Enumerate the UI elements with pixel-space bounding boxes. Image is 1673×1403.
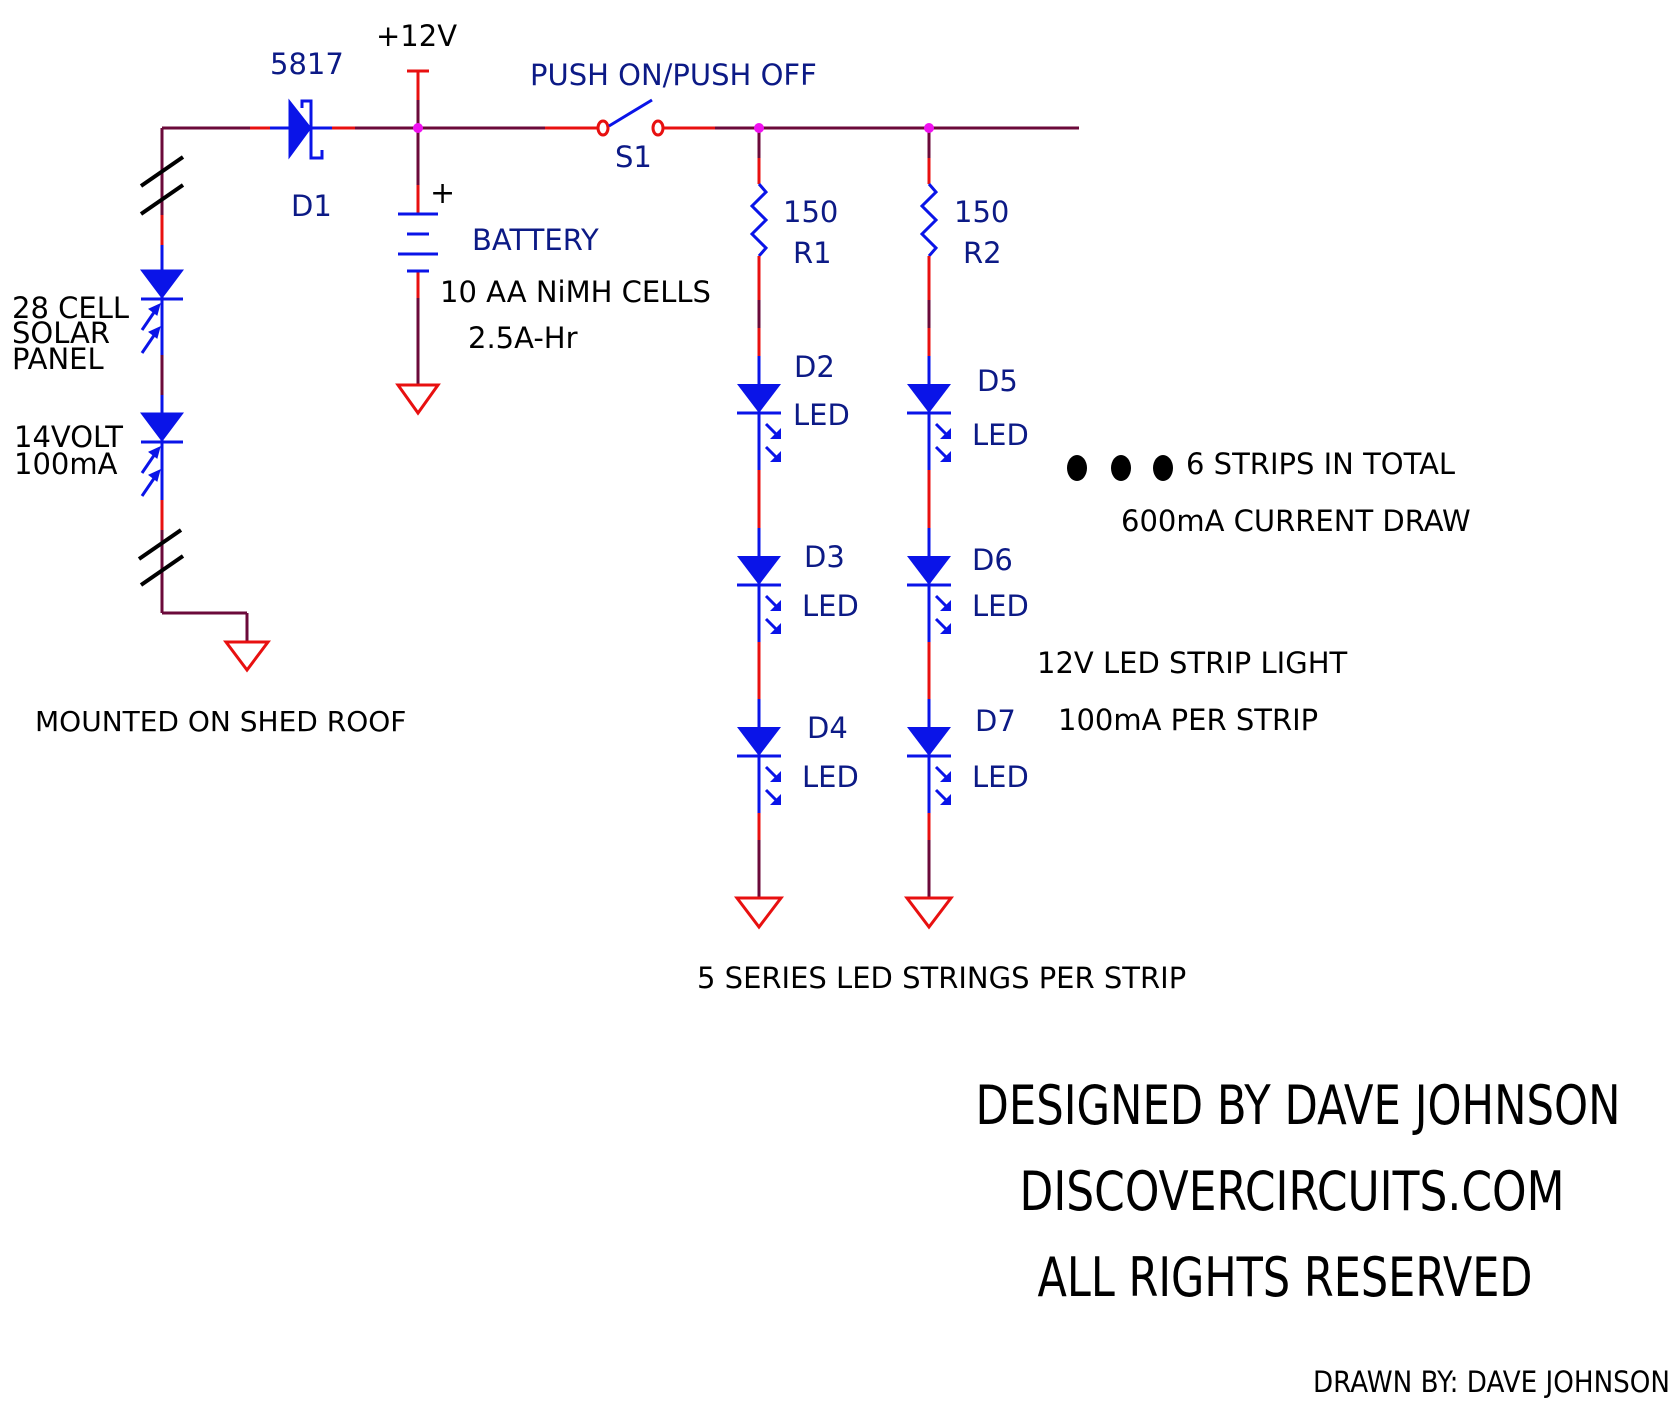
battery-polarity-label: + xyxy=(430,176,455,211)
led-arrow-head-1 xyxy=(770,600,781,611)
solar-cell-symbol-1 xyxy=(140,269,184,354)
credit-drawn-by: DRAWN BY: DAVE JOHNSON xyxy=(1313,1365,1670,1399)
credit-rights: ALL RIGHTS RESERVED xyxy=(1038,1246,1533,1309)
r1-value-label: 150 xyxy=(783,195,838,229)
continuation-dot-1 xyxy=(1067,455,1087,481)
d3-ref-label: D3 xyxy=(804,540,845,574)
ground-symbol-solar xyxy=(223,640,271,673)
led-emission-arrow-1 xyxy=(764,422,779,437)
led-emission-arrow-1 xyxy=(934,594,949,609)
solar-label-line2: SOLAR xyxy=(12,316,110,350)
battery-capacity-label: 2.5A-Hr xyxy=(468,321,578,355)
led-symbol-d6 xyxy=(907,556,951,634)
solar-panel-branch xyxy=(160,128,249,642)
solar-cell-symbol-2 xyxy=(140,412,184,497)
led-strip-column-1 xyxy=(749,128,769,898)
d5-ref-label: D5 xyxy=(977,364,1018,398)
led-symbol-d7 xyxy=(907,727,951,805)
break-mark-top xyxy=(139,155,185,216)
led-emission-arrow-2 xyxy=(764,445,779,460)
led-emission-arrow-2 xyxy=(764,617,779,632)
switch-ref-label: S1 xyxy=(615,140,652,174)
junction-dot-strip-1 xyxy=(754,123,764,133)
led-triangle xyxy=(737,384,781,413)
continuation-dot-3 xyxy=(1153,455,1173,481)
led-emission-arrow-2 xyxy=(764,788,779,803)
led-triangle xyxy=(737,727,781,756)
note-per-strip: 100mA PER STRIP xyxy=(1058,703,1318,737)
led-emission-arrow-2 xyxy=(934,788,949,803)
led-arrow-head-2 xyxy=(940,794,951,805)
r1-ref-label: R1 xyxy=(793,236,832,270)
mount-note: MOUNTED ON SHED ROOF xyxy=(35,705,406,738)
led-symbol-d3 xyxy=(737,556,781,634)
ground-symbol-strip-1 xyxy=(733,896,785,930)
d6-ref-label: D6 xyxy=(972,543,1013,577)
solar-spec-current: 100mA xyxy=(14,447,118,481)
break-mark-bottom xyxy=(137,528,185,587)
d2-type-label: LED xyxy=(793,398,850,432)
led-arrow-head-1 xyxy=(940,600,951,611)
led-arrow-head-2 xyxy=(940,451,951,462)
led-arrow-head-2 xyxy=(770,451,781,462)
battery-name-label: BATTERY xyxy=(472,223,599,257)
led-symbol-d2 xyxy=(737,384,781,462)
battery-symbol xyxy=(398,212,438,273)
led-symbols xyxy=(737,384,951,805)
led-arrow-head-1 xyxy=(770,428,781,439)
credit-designed-by: DESIGNED BY DAVE JOHNSON xyxy=(976,1074,1621,1137)
led-triangle xyxy=(737,556,781,585)
r2-value-label: 150 xyxy=(954,195,1009,229)
led-emission-arrow-1 xyxy=(764,765,779,780)
d1-ref-label: D1 xyxy=(291,189,332,223)
d4-type-label: LED xyxy=(802,760,859,794)
junction-dot-strip-2 xyxy=(924,123,934,133)
led-emission-arrow-1 xyxy=(934,765,949,780)
solar-label-line3: PANEL xyxy=(12,342,104,376)
battery-cells-label: 10 AA NiMH CELLS xyxy=(440,275,711,309)
led-arrow-head-2 xyxy=(940,623,951,634)
r2-ref-label: R2 xyxy=(963,236,1002,270)
led-emission-arrow-2 xyxy=(934,617,949,632)
note-series-strings: 5 SERIES LED STRINGS PER STRIP xyxy=(697,961,1186,995)
d7-ref-label: D7 xyxy=(975,704,1016,738)
battery-branch xyxy=(407,69,429,384)
ground-symbol-battery xyxy=(395,383,441,416)
d6-type-label: LED xyxy=(972,589,1029,623)
led-arrow-head-1 xyxy=(770,771,781,782)
led-arrow-head-1 xyxy=(940,428,951,439)
led-symbol-d4 xyxy=(737,727,781,805)
solar-spec-voltage: 14VOLT xyxy=(14,420,123,454)
schottky-diode-d1 xyxy=(288,98,324,160)
ground-symbol-strip-2 xyxy=(903,896,955,930)
solar-label-line1: 28 CELL xyxy=(12,291,129,325)
switch-s1 xyxy=(596,98,665,137)
led-emission-arrow-1 xyxy=(934,422,949,437)
led-arrow-head-2 xyxy=(770,794,781,805)
led-emission-arrow-2 xyxy=(934,445,949,460)
d7-type-label: LED xyxy=(972,760,1029,794)
d2-ref-label: D2 xyxy=(794,350,835,384)
note-strip-light: 12V LED STRIP LIGHT xyxy=(1037,646,1348,680)
supply-label: +12V xyxy=(376,19,457,53)
led-strip-column-2 xyxy=(919,128,939,898)
d3-type-label: LED xyxy=(802,589,859,623)
led-triangle xyxy=(907,384,951,413)
d5-type-label: LED xyxy=(972,418,1029,452)
led-arrow-head-1 xyxy=(940,771,951,782)
led-arrow-head-2 xyxy=(770,623,781,634)
led-triangle xyxy=(907,556,951,585)
led-triangle xyxy=(907,727,951,756)
d1-part-label: 5817 xyxy=(270,47,344,81)
led-emission-arrow-1 xyxy=(764,594,779,609)
junction-dot-battery xyxy=(413,123,423,133)
continuation-dot-2 xyxy=(1111,455,1131,481)
d4-ref-label: D4 xyxy=(807,711,848,745)
led-symbol-d5 xyxy=(907,384,951,462)
note-current-draw: 600mA CURRENT DRAW xyxy=(1121,504,1471,538)
credit-site: DISCOVERCIRCUITS.COM xyxy=(1020,1160,1565,1223)
switch-type-label: PUSH ON/PUSH OFF xyxy=(530,58,817,92)
note-strips-total: 6 STRIPS IN TOTAL xyxy=(1186,447,1455,481)
